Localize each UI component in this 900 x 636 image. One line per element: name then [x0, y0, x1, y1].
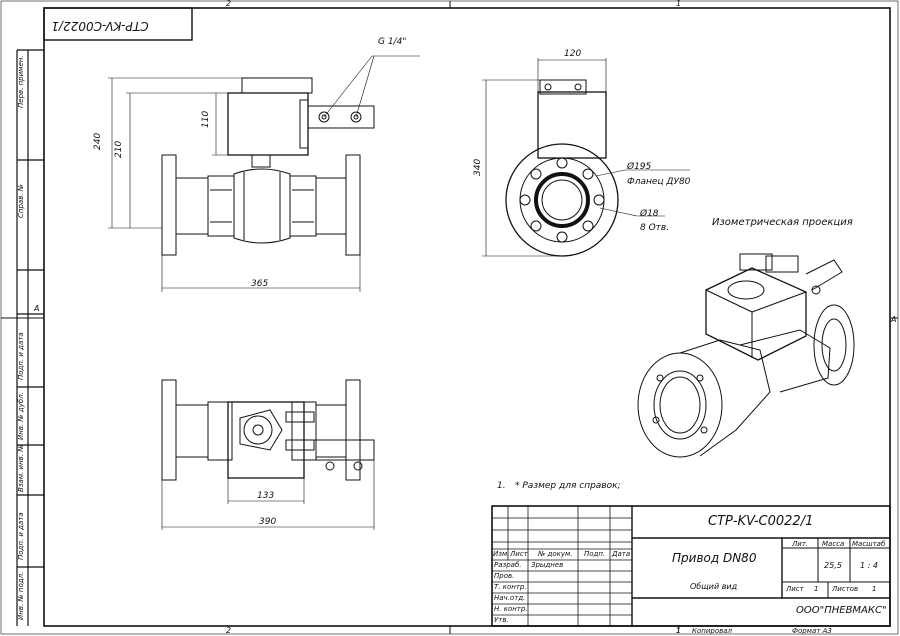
role-tkontr: Т. контр. [494, 583, 527, 591]
drawing-subtitle: Общий вид [690, 582, 738, 591]
scale-value: 1 : 4 [860, 561, 878, 570]
dim-flange: Фланец ДУ80 [627, 177, 691, 187]
lit-label: Лит. [792, 540, 809, 548]
note-text: * Размер для справок; [515, 481, 621, 491]
role-utv: Утв. [494, 616, 509, 624]
left-label-podp2: Подп. и дата [17, 512, 25, 560]
drawing-code: СТР-KV-С0022/1 [708, 514, 814, 529]
stamp-box [43, 7, 193, 41]
dim-133: 133 [257, 491, 275, 501]
zone-bottom-left: 2 [226, 626, 232, 635]
sheets-label: Листов [832, 585, 859, 593]
dim-dia-195: Ø195 [627, 162, 652, 172]
dim-110: 110 [201, 110, 211, 128]
zone-side-right: A [891, 315, 897, 324]
role-prov: Пров. [494, 572, 515, 580]
left-column-grid [16, 49, 44, 626]
note-number: 1. [497, 481, 506, 491]
zone-top-right: 1 [676, 0, 682, 8]
footer-format: Формат А3 [792, 627, 832, 635]
sheet-label: Лист [786, 585, 804, 593]
dim-120: 120 [564, 49, 582, 59]
stamp-code: СТР-KV-С0022/1 [51, 19, 149, 33]
dim-240: 240 [93, 132, 103, 150]
mass-label: Масса [822, 540, 845, 548]
hdr-list: Лист [510, 550, 528, 558]
hdr-izm: Изм. [493, 550, 510, 558]
dim-340: 340 [473, 158, 483, 176]
footer-sheet-num: 1 [676, 627, 681, 635]
dim-dia-18: Ø18 [640, 209, 659, 219]
zone-top-left: 2 [226, 0, 232, 8]
left-label-podp1: Подп. и дата [17, 332, 25, 380]
inner-frame [43, 7, 891, 627]
footer-copied: Копировал [692, 627, 732, 635]
company: ООО"ПНЕВМАКС" [796, 605, 887, 616]
top-view [161, 379, 375, 530]
side-view [482, 58, 690, 257]
left-label-dubl: Инв. № дубл. [17, 392, 25, 440]
zone-side-left: A [34, 304, 40, 313]
left-label-vzam: Взам. инв. № [17, 444, 25, 492]
title-block-grid [491, 505, 891, 627]
hdr-data: Дата [612, 550, 631, 558]
dim-390: 390 [259, 517, 277, 527]
isometric-view [637, 253, 855, 458]
role-nkontr: Н. контр. [494, 605, 528, 613]
dim-365: 365 [251, 279, 269, 289]
front-view [108, 55, 420, 292]
role-nachotd: Нач.отд. [494, 594, 526, 602]
hdr-podp: Подп. [584, 550, 606, 558]
zone-bottom-right: 1 [676, 626, 682, 635]
dim-210: 210 [114, 140, 124, 158]
mass-value: 25,5 [824, 561, 842, 570]
sheets-value: 1 [872, 585, 877, 593]
sheet-value: 1 [814, 585, 819, 593]
scale-label: Масштаб [852, 540, 886, 548]
dim-thread: G 1/4" [378, 37, 407, 47]
dim-holes: 8 Отв. [640, 223, 670, 233]
left-label-perv: Перв. примен. [17, 55, 25, 108]
hdr-doc: № докум. [538, 550, 573, 558]
left-label-sprav: Справ. № [17, 183, 25, 218]
developer-name: Зрыднев [531, 561, 564, 569]
left-label-podl: Инв. № подл. [17, 571, 25, 620]
role-razrab: Разраб. [494, 561, 522, 569]
iso-label: Изометрическая проекция [712, 217, 853, 228]
drawing-name: Привод DN80 [672, 551, 757, 565]
